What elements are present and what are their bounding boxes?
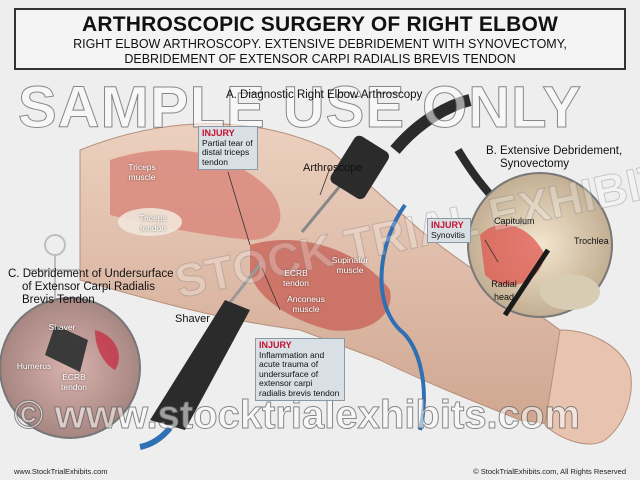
section-b-line-2: Synovectomy [500,158,570,170]
injury-box-ecrb: INJURY Inflammation and acute trauma of … [255,338,345,401]
injury-box-synovitis: INJURY Synovitis [427,218,471,243]
injury-text-ecrb: Inflammation and acute trauma of undersu… [259,349,340,398]
forearm-muscle-shape [250,240,391,331]
section-b-title: B. Extensive Debridement, Synovectomy [486,145,622,171]
triceps-tendon-shape [118,208,182,236]
ecrb-tendon-label: ECRB tendon [283,268,309,288]
injury-box-triceps: INJURY Partial tear of distal triceps te… [198,126,258,170]
injury-heading: INJURY [202,128,235,138]
subtitle-line-2: DEBRIDEMENT OF EXTENSOR CARPI RADIALIS B… [124,52,516,66]
triceps-muscle-label: Triceps muscle [128,162,156,182]
inset-c-ecrb-label: ECRB tendon [61,372,87,392]
hand [544,329,632,445]
inset-c-shaver-label: Shaver [48,322,76,332]
inset-c-circle [0,297,141,439]
section-c-line-3: Brevis Tendon [22,294,95,306]
radial-head-shape [540,274,600,310]
trochlea-label: Trochlea [574,236,609,246]
injury-heading: INJURY [431,220,464,230]
injury-text-triceps: Partial tear of distal triceps tendon [202,137,253,167]
shaver-label: Shaver [175,313,210,325]
section-c-title: C. Debridement of Undersurface of Extens… [8,268,174,307]
injury-text-synovitis: Synovitis [431,229,466,240]
section-c-line-1: C. Debridement of Undersurface [8,268,174,280]
synovitis-shape [480,224,545,286]
capitulum-label: Capitulum [494,216,535,226]
supinator-muscle-label: Supinator muscle [331,255,369,275]
injury-heading: INJURY [259,340,292,350]
arthroscope-label: Arthroscope [303,162,363,174]
inset-b-probe [502,248,551,317]
pointer-lines [227,167,499,311]
radial-head-label: Radial head [491,279,517,302]
anconeus-muscle-label: Anconeus muscle [287,294,325,314]
arthroscope [300,94,503,431]
inset-c-injury-shape [95,330,119,370]
inset-c-shaver-shape [45,325,88,372]
title-box: ARTHROSCOPIC SURGERY OF RIGHT ELBOW RIGH… [14,8,626,70]
footer-right: © StockTrialExhibits.com, All Rights Res… [473,467,626,476]
section-a-title: A. Diagnostic Right Elbow Arthroscopy [226,89,423,101]
section-b-line-1: B. Extensive Debridement, [486,145,623,157]
watermark-logo [30,234,80,331]
triceps-tendon-label: Triceps tendon [139,213,167,233]
footer-left: www.StockTrialExhibits.com [14,467,108,476]
section-c-line-2: of Extensor Carpi Radialis [22,281,155,293]
page-title: ARTHROSCOPIC SURGERY OF RIGHT ELBOW [81,13,558,36]
sample-watermark: SAMPLE USE ONLY [18,75,582,141]
subtitle-line-1: RIGHT ELBOW ARTHROSCOPY. EXTENSIVE DEBRI… [73,37,567,51]
shaver [139,261,264,450]
humerus-label: Humerus [16,361,52,371]
